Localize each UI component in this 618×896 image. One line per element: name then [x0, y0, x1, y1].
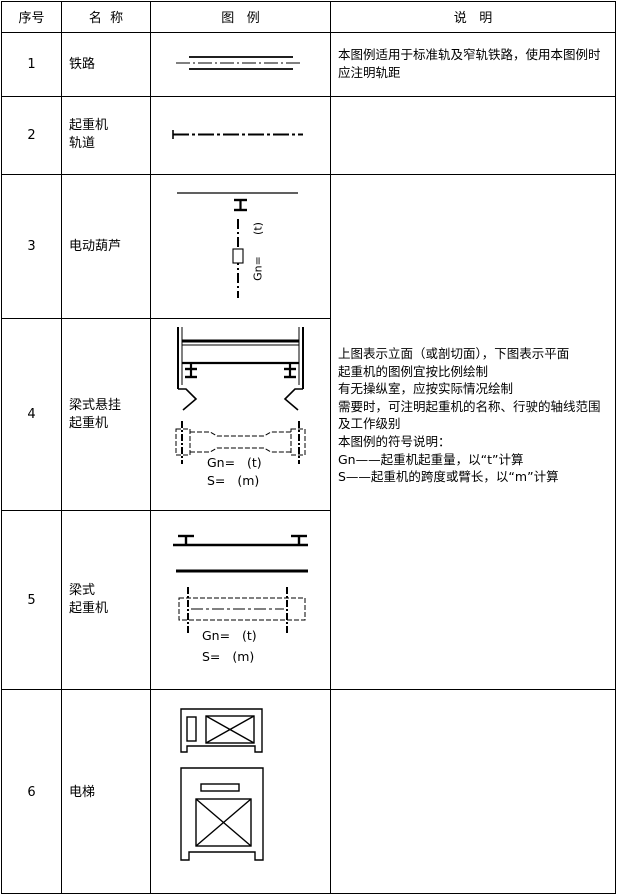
elevator-symbol	[180, 708, 264, 861]
row6-name: 电梯	[69, 785, 96, 800]
row1-seq: 1	[27, 57, 36, 72]
row4-seq: 4	[27, 407, 36, 422]
description-line: 本图例的符号说明：	[338, 433, 451, 449]
header-name: 名 称	[88, 11, 124, 26]
suspended-crane-symbol	[175, 327, 306, 464]
electric-hoist-symbol	[177, 192, 298, 298]
row5-seq: 5	[27, 593, 36, 608]
row1-name: 铁路	[69, 57, 96, 72]
header-legend: 图 例	[221, 11, 260, 26]
description-line: 有无操纵室，应按实际情况绘制	[338, 381, 514, 397]
description-line: 起重机的图例宜按比例绘制	[338, 363, 489, 379]
description-line: 需要时，可注明起重机的名称、行驶的轴线范围及工作级别	[338, 398, 601, 432]
row5-gn-label: Gn= (t)	[202, 628, 257, 643]
description-line: 上图表示立面（或剖切面），下图表示平面	[338, 346, 570, 361]
row4-s-label: S= (m)	[207, 473, 260, 488]
row2-seq: 2	[27, 128, 36, 143]
crane-rail-symbol	[172, 130, 303, 139]
header-seq: 序号	[18, 11, 45, 26]
hoist-gn-label: Gn=	[251, 256, 265, 281]
hoist-t-label: (t)	[251, 222, 265, 235]
beam-crane-symbol	[173, 534, 308, 634]
row4-name: 梁式悬挂 起重机	[69, 398, 122, 431]
description-line: Gn——起重机起重量，以“t”计算	[338, 451, 524, 467]
row1-description: 本图例适用于标准轨及窄轨铁路，使用本图例时应注明轨距	[338, 47, 601, 80]
row4-gn-label: Gn= (t)	[207, 455, 262, 470]
row3-seq: 3	[27, 239, 36, 254]
row5-s-label: S= (m)	[202, 649, 255, 664]
row6-seq: 6	[27, 785, 36, 800]
row2-name: 起重机 轨道	[69, 118, 109, 151]
row5-name: 梁式 起重机	[69, 583, 109, 616]
row3-name: 电动葫芦	[69, 239, 122, 254]
description-line: S——起重机的跨度或臂长，以“m”计算	[338, 469, 559, 485]
header-description: 说 明	[453, 11, 493, 26]
crane-group-description: 上图表示立面（或剖切面），下图表示平面 起重机的图例宜按比例绘制 有无操纵室，应…	[338, 345, 610, 486]
railway-symbol	[176, 56, 303, 70]
